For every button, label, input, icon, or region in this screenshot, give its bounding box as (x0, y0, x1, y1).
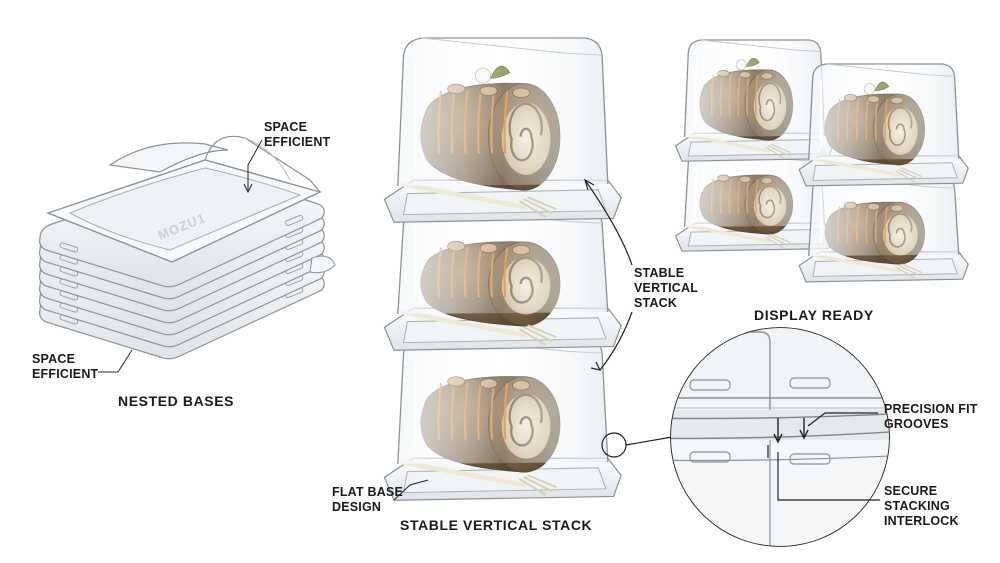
nested-bases-group: MOZU1 (39, 135, 336, 373)
clear-dome-lid (808, 175, 960, 257)
wooden-fork-handle (399, 459, 527, 488)
label-line: VERTICAL (634, 281, 699, 295)
label-stable-vertical-stack: STABLE VERTICAL STACK (634, 266, 698, 311)
label-line: FLAT BASE (332, 485, 404, 499)
wooden-fork-handle (809, 252, 901, 273)
label-line: STACK (634, 296, 678, 310)
clear-dome-lid (683, 149, 826, 228)
stacked-container-middle (383, 205, 622, 351)
display-container-front-bottom (798, 175, 969, 283)
wooden-fork-tines (519, 196, 557, 218)
label-line: INTERLOCK (884, 514, 959, 528)
stacked-container-bottom (383, 335, 622, 501)
label-line: STABLE (634, 266, 685, 280)
display-container-back-bottom (674, 149, 835, 252)
label-line: EFFICIENT (264, 135, 331, 149)
label-line: SPACE (32, 352, 76, 366)
wooden-fork-handle (399, 309, 527, 338)
label-flat-base-design: FLAT BASE DESIGN (332, 485, 403, 515)
display-container-front-top (798, 63, 969, 187)
label-line: SPACE (264, 120, 308, 134)
label-line: STACKING (884, 499, 950, 513)
detail-magnifier (601, 327, 890, 547)
dome-edge-highlight (826, 63, 955, 77)
wooden-fork-tines (519, 324, 557, 346)
wooden-fork-tines (765, 233, 791, 249)
caption-nested-bases: NESTED BASES (118, 393, 235, 409)
clear-dome-lid (808, 63, 960, 161)
stack-arrows (393, 178, 633, 501)
wooden-fork-tines (895, 167, 923, 183)
clear-dome-lid (683, 39, 826, 138)
label-line: DESIGN (332, 500, 382, 514)
wooden-fork-handle (809, 156, 901, 177)
label-space-efficient-left: SPACE EFFICIENT (32, 352, 98, 382)
clear-dome-lid (397, 335, 609, 465)
label-line: GROOVES (884, 417, 949, 431)
stacked-container-top (383, 37, 622, 223)
clear-dome-lid (397, 37, 609, 187)
wooden-fork-tines (519, 474, 557, 496)
dome-edge-highlight (422, 37, 603, 56)
label-line: SECURE (884, 484, 938, 498)
display-ready-group (674, 39, 969, 283)
wooden-fork-tines (895, 263, 923, 279)
wooden-fork-tines (765, 143, 791, 159)
leader-line-space-top (247, 139, 263, 190)
label-line: EFFICIENT (32, 367, 99, 381)
leader-line-space-left (98, 349, 133, 373)
tray-grip-slot (59, 242, 79, 253)
dome-edge-highlight (701, 39, 821, 52)
label-space-efficient-top: SPACE EFFICIENT (264, 120, 330, 150)
label-secure-stacking-interlock: SECURE STACKING INTERLOCK (884, 484, 959, 529)
wooden-fork-handle (685, 134, 771, 153)
caption-display-ready: DISPLAY READY (754, 307, 874, 323)
label-precision-fit-grooves: PRECISION FIT GROOVES (884, 402, 978, 432)
tray-grip-slot (285, 214, 304, 227)
label-line: PRECISION FIT (884, 402, 978, 416)
caption-stable-vertical-stack: STABLE VERTICAL STACK (400, 517, 593, 533)
wooden-fork-handle (399, 181, 527, 210)
wooden-fork-handle (685, 224, 771, 243)
vertical-stack-group (383, 37, 622, 501)
